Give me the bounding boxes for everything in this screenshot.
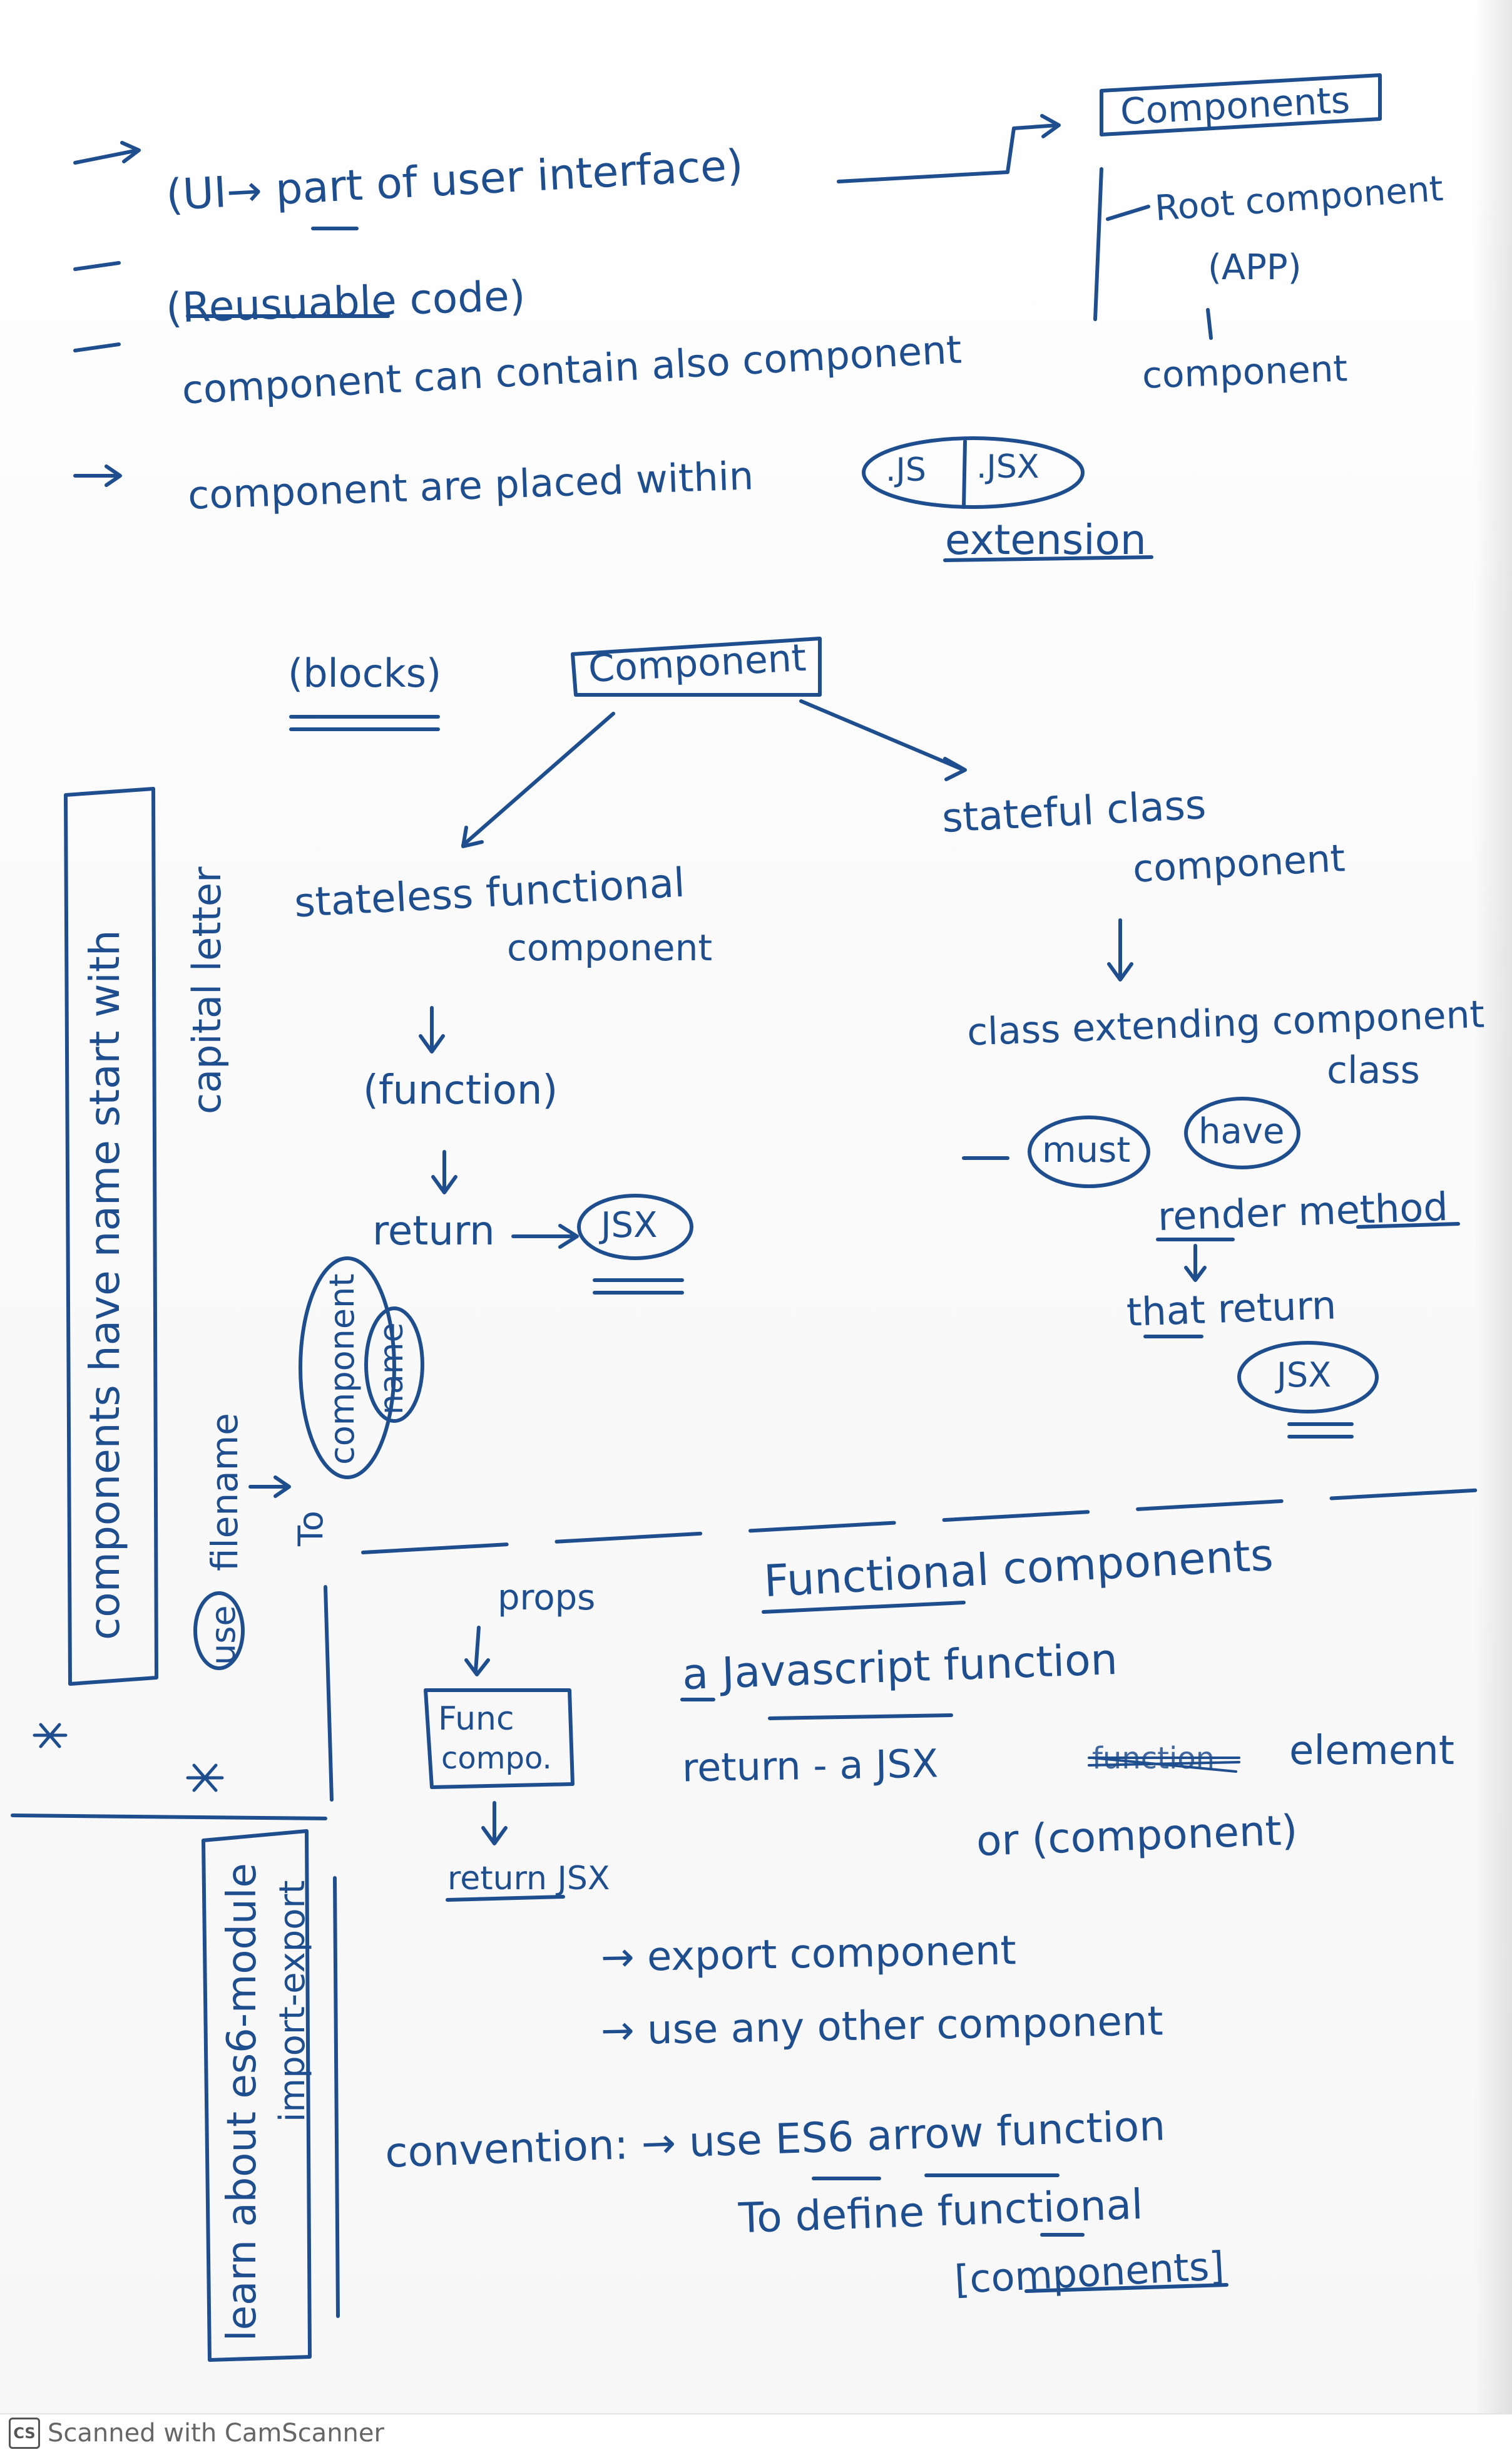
intro-reusable-code: (Reusuable code): [165, 271, 526, 333]
scanner-footer: CS Scanned with CamScanner: [0, 2413, 1512, 2452]
item-element: element: [1289, 1728, 1454, 1774]
camscanner-logo-icon: CS: [9, 2418, 40, 2449]
must-cloud: [1028, 1116, 1150, 1188]
components-box: [1100, 73, 1382, 136]
components-heading: Components: [1119, 78, 1351, 133]
blocks-label: (blocks): [288, 650, 442, 696]
section-divider: [361, 1488, 1485, 1554]
es6-module-text: learn about es6-module: [219, 1863, 265, 2341]
import-export-text: import-export: [272, 1880, 313, 2122]
item-export-component: → export component: [600, 1927, 1017, 1981]
must-label: must: [1042, 1130, 1131, 1171]
func-box-line-2: compo.: [441, 1741, 552, 1776]
bullet-arrow-3: [73, 342, 121, 352]
item-or-component: or (component): [975, 1806, 1299, 1865]
use-circle: [193, 1591, 245, 1670]
have-label: have: [1198, 1111, 1285, 1152]
branch-left: [461, 712, 615, 847]
app-label: (APP): [1208, 247, 1302, 288]
return-label: return: [372, 1208, 495, 1254]
use-text: use: [203, 1605, 243, 1665]
jsx-cloud-right: [1237, 1341, 1379, 1413]
filename-text: filename: [203, 1413, 246, 1571]
item-use-other-component: → use any other component: [600, 1998, 1164, 2054]
extension-cloud: [862, 436, 1085, 509]
that-return-label: that return: [1125, 1282, 1337, 1335]
jsx-cloud-left: [577, 1194, 693, 1260]
name-cloud: [364, 1306, 424, 1423]
arrow-to-components: [837, 123, 1060, 183]
es6-box: [202, 1829, 312, 2362]
child-component-label: component: [1141, 347, 1349, 397]
class-label: class: [1327, 1049, 1420, 1092]
stateful-label-2: component: [1131, 836, 1347, 891]
ext-js-label: .JS: [886, 451, 926, 489]
return-jsx-label: return JSX: [447, 1860, 610, 1897]
component-name-text: component: [322, 1273, 362, 1465]
ext-jsx-label: .JSX: [976, 448, 1040, 486]
component-root-box: [571, 637, 822, 697]
func-box-line-1: Func: [438, 1700, 514, 1738]
scanner-watermark-text: Scanned with CamScanner: [48, 2419, 384, 2448]
component-cloud: [299, 1256, 396, 1479]
render-method-label: render method: [1157, 1183, 1449, 1240]
function-label: (function): [363, 1067, 558, 1114]
jsx-label-left: JSX: [601, 1205, 658, 1246]
func-compo-box: [424, 1688, 575, 1789]
bullet-arrow-2: [73, 261, 121, 271]
stateless-label-2: component: [507, 926, 713, 969]
props-label: props: [498, 1577, 596, 1618]
capital-letter-text: capital letter: [184, 866, 230, 1114]
bullet-arrow-1: [73, 148, 140, 165]
item-return-jsx: return - a JSX: [682, 1740, 939, 1791]
page-edge-shadow: [1474, 0, 1512, 2452]
component-root-label: Component: [587, 635, 807, 692]
sidebar-name-box: [64, 787, 158, 1686]
have-cloud: [1184, 1097, 1300, 1169]
item-struck-word: function: [1092, 1741, 1215, 1776]
name-text: name: [373, 1322, 411, 1415]
to-text: To: [291, 1511, 330, 1546]
jsx-label-right: JSX: [1277, 1355, 1332, 1395]
branch-right: [799, 699, 966, 772]
extension-label: extension: [945, 516, 1147, 564]
naming-rule-text: components have name start with: [81, 930, 129, 1640]
left-divider: [11, 1813, 327, 1820]
